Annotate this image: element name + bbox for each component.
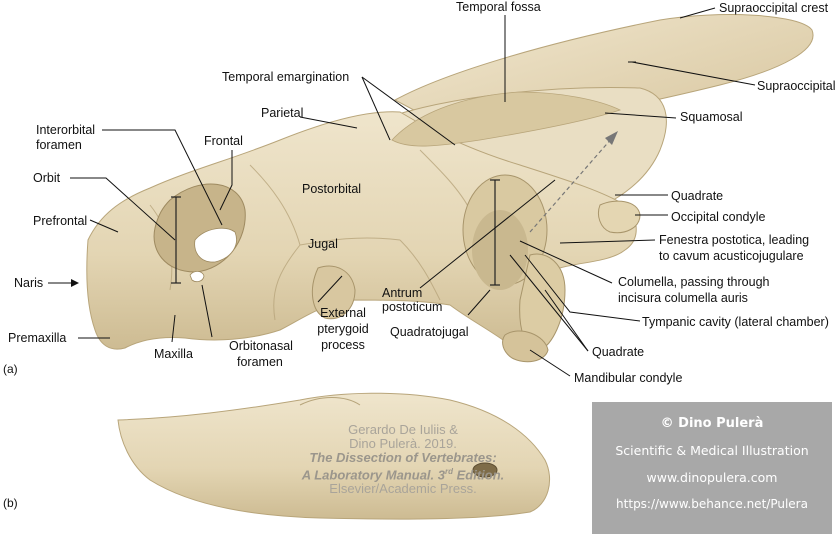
publication-credit: Gerardo De Iuliis & Dino Pulerà. 2019. T…: [268, 423, 538, 496]
label-maxilla: Maxilla: [154, 347, 193, 361]
label-quadratojugal: Quadratojugal: [390, 325, 469, 339]
label-antrum-line2: postoticum: [382, 300, 443, 314]
temporal-emargination-hollow: [391, 91, 622, 147]
credit-line-3: The Dissection of Vertebrates:: [309, 450, 497, 465]
label-orbitonasal-line2: foramen: [237, 355, 283, 369]
credit-line-4: A Laboratory Manual. 3rd Edition.: [268, 465, 538, 482]
panel-label-b: (b): [3, 496, 18, 510]
label-fenestra-line1: Fenestra postotica, leading: [659, 233, 810, 247]
label-prefrontal: Prefrontal: [33, 214, 88, 228]
label-jugal: Jugal: [308, 237, 338, 251]
label-occipital-condyle: Occipital condyle: [671, 210, 766, 224]
panel-label-a: (a): [3, 362, 18, 376]
label-supraoccipital-crest: Supraoccipital crest: [719, 1, 829, 15]
external-pterygoid-process-bone: [311, 265, 356, 320]
label-squamosal: Squamosal: [680, 110, 743, 124]
label-orbit: Orbit: [33, 171, 61, 185]
label-mandibular-condyle: Mandibular condyle: [574, 371, 683, 385]
credit-line-2: Dino Pulerà. 2019.: [349, 436, 457, 451]
credit-line-1: Gerardo De Iuliis &: [348, 422, 458, 437]
label-columella-line1: Columella, passing through: [618, 275, 770, 289]
label-fenestra-line2: to cavum acusticojugulare: [659, 249, 804, 263]
copyright-website-link[interactable]: www.dinopulera.com: [646, 470, 778, 485]
label-interorbital-line2: foramen: [36, 138, 82, 152]
label-orbitonasal-line1: Orbitonasal: [229, 339, 293, 353]
label-external-pterygoid-line2: pterygoid: [317, 322, 369, 336]
credit-line-5: Elsevier/Academic Press.: [329, 481, 477, 497]
copyright-name: © Dino Pulerà: [660, 416, 764, 431]
label-quadrate-upper: Quadrate: [671, 189, 724, 203]
label-naris: Naris: [14, 276, 44, 290]
label-frontal: Frontal: [204, 134, 243, 148]
label-premaxilla: Premaxilla: [8, 331, 67, 345]
label-postorbital: Postorbital: [302, 182, 362, 196]
lower-jaw-view: [117, 392, 551, 520]
copyright-subtitle: Scientific & Medical Illustration: [615, 443, 809, 458]
copyright-box: © Dino Pulerà Scientific & Medical Illus…: [592, 402, 832, 534]
credit-line-4-end: Edition.: [453, 467, 505, 483]
dashed-arrow-head: [605, 131, 618, 145]
suture-lines: [149, 149, 471, 321]
leader-lines: [48, 7, 756, 377]
copyright-behance-link[interactable]: https://www.behance.net/Pulera: [616, 497, 808, 511]
label-parietal: Parietal: [261, 106, 304, 120]
label-interorbital-line1: Interorbital: [36, 123, 96, 137]
label-external-pterygoid-line3: process: [321, 338, 365, 352]
label-tympanic-cavity: Tympanic cavity (lateral chamber): [642, 315, 829, 329]
orbitonasal-foramen-opening: [189, 270, 205, 283]
occipital-condyle-bone: [597, 200, 641, 234]
credit-line-4-sup: rd: [445, 467, 453, 476]
naris-arrow-head: [71, 279, 79, 287]
credit-line-4-main: A Laboratory Manual. 3: [301, 467, 445, 483]
label-temporal-fossa: Temporal fossa: [456, 0, 541, 14]
jaw-ridge: [299, 397, 361, 406]
label-quadrate-lower: Quadrate: [592, 345, 645, 359]
skull-lateral-view: [86, 14, 814, 363]
jaw-foramen: [472, 462, 498, 478]
label-antrum-line1: Antrum: [382, 286, 423, 300]
jaw-bone: [117, 392, 551, 520]
label-supraoccipital: Supraoccipital: [757, 79, 836, 93]
label-external-pterygoid-line1: External: [320, 306, 366, 320]
interorbital-foramen-opening: [194, 227, 237, 263]
tympanic-cavity-shadow: [472, 210, 528, 290]
label-temporal-emargination: Temporal emargination: [222, 70, 350, 84]
label-columella-line2: incisura columella auris: [618, 291, 748, 305]
